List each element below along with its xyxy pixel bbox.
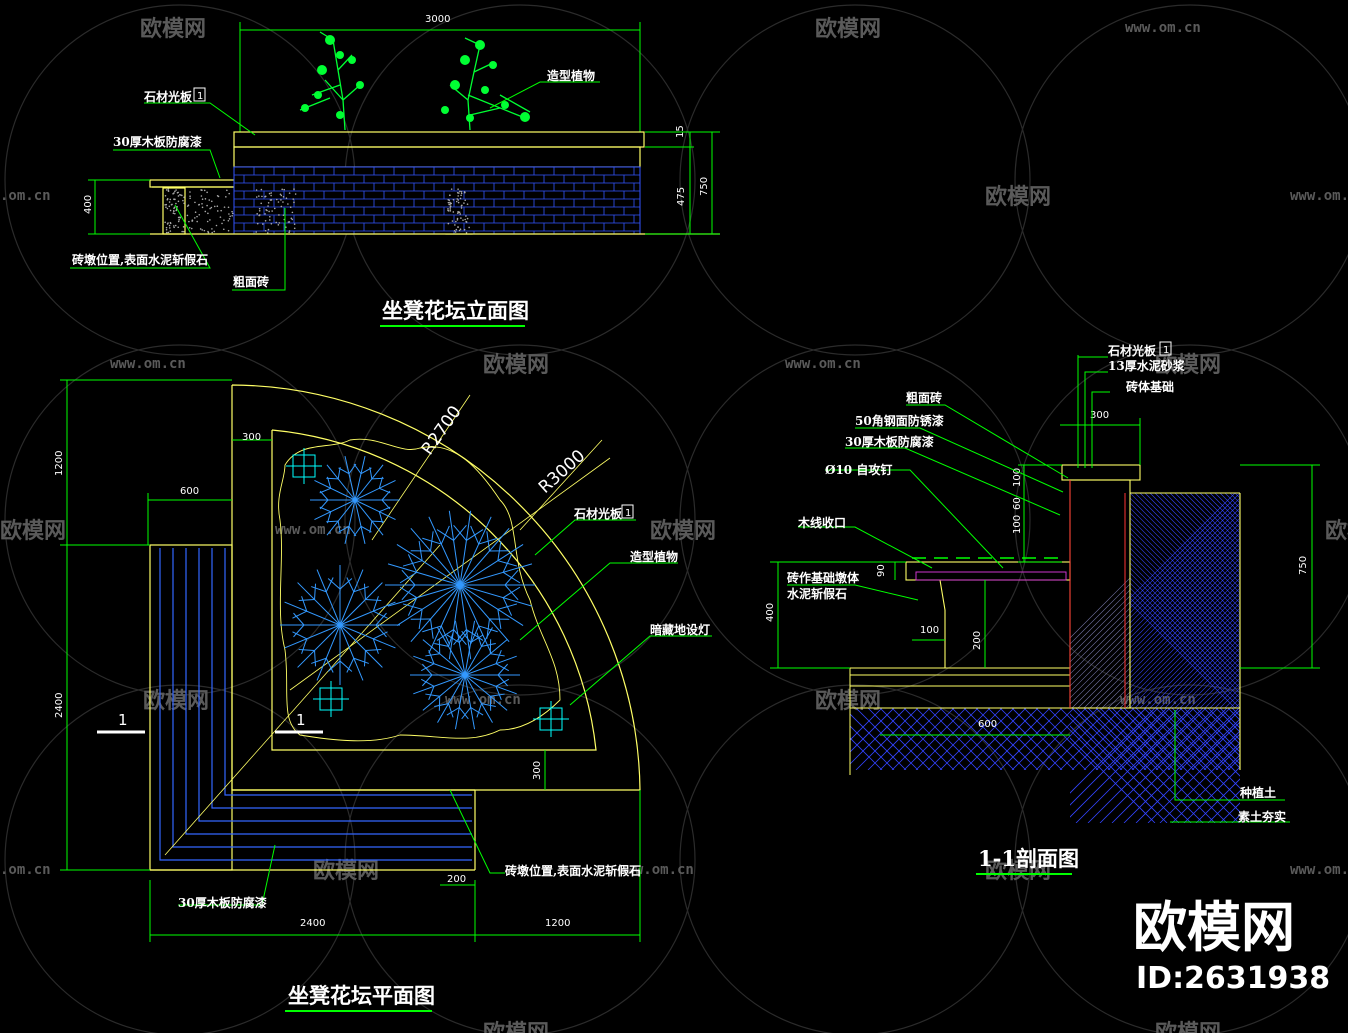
watermark-url: www.om.cn (1290, 188, 1348, 204)
plan-label-plant: 造型植物 (630, 549, 678, 564)
plan-drawing: R2700 R3000 1200 (54, 379, 712, 1012)
elev-label-stone-slab-no: 1 (197, 91, 203, 102)
watermark-brand: 欧模网 (483, 352, 549, 378)
watermark-url: www.om.cn (618, 862, 694, 878)
svg-text:1: 1 (118, 711, 128, 729)
plan-radius-inner: R2700 (418, 402, 466, 459)
watermark-url: www.om.cn (785, 356, 861, 372)
section-label-rough-brick: 粗面砖 (906, 390, 942, 405)
elevation-drawing: 3000 (70, 14, 720, 327)
section-dim-750: 750 (1298, 556, 1309, 575)
plan-dim-300-top: 300 (242, 432, 261, 443)
watermark-brand: 欧模网 (313, 858, 379, 884)
plan-rock-outline (278, 438, 561, 742)
elev-dim-750: 750 (699, 177, 710, 196)
plan-label-stone-slab-no: 1 (625, 508, 631, 519)
plan-label-stone-slab: 石材光板 (573, 506, 623, 521)
section-dim-400: 400 (765, 603, 776, 622)
section-label-brick-pier-2: 水泥斩假石 (787, 586, 847, 601)
section-dim-200: 200 (972, 631, 983, 650)
watermark-brand: 欧模网 (650, 518, 716, 544)
plan-dim-600: 600 (180, 486, 199, 497)
section-label-screw: Ø10 自攻钉 (825, 462, 892, 477)
plan-title: 坐凳花坛平面图 (288, 983, 435, 1008)
plan-lamp-icon (286, 448, 569, 737)
plan-dim-2400-left: 2400 (54, 693, 65, 718)
plan-dim-200: 200 (447, 874, 466, 885)
elev-brick-wall (233, 166, 641, 235)
watermarks: 欧模网 欧模网 www.om.cn .om.cn .om.cn 欧模网 www.… (0, 16, 1348, 1033)
elev-label-rough-brick: 粗面砖 (233, 274, 269, 289)
section-label-angle-steel: 50角钢面防锈漆 (855, 413, 944, 428)
watermark-brand: 欧模网 (1155, 1020, 1221, 1033)
elev-label-brick-pier: 砖墩位置,表面水泥斩假石 (72, 252, 208, 267)
brand-id: ID:2631938 (1136, 961, 1330, 996)
plan-label-wood-board: 30厚木板防腐漆 (178, 895, 267, 910)
section-label-planting-soil: 种植土 (1239, 785, 1276, 800)
watermark-brand: 欧模网 (1325, 518, 1348, 544)
plan-radius-outer: R3000 (535, 446, 589, 498)
brand-logo-text: 欧模网 (1133, 896, 1295, 959)
section-dim-600: 600 (978, 719, 997, 730)
plan-dim-300-right: 300 (532, 761, 543, 780)
elev-label-wood-board: 30厚木板防腐漆 (113, 134, 202, 149)
elev-plant (299, 31, 531, 131)
watermark-url: .om.cn (0, 188, 51, 204)
svg-text:1: 1 (296, 711, 306, 729)
watermark-brand: 欧模网 (815, 688, 881, 714)
plan-label-lamp: 暗藏地设灯 (650, 622, 710, 637)
section-marker: 1 1 (97, 711, 323, 734)
section-label-wood-board: 30厚木板防腐漆 (845, 434, 934, 449)
section-dim-100b: 100 (1012, 515, 1023, 534)
section-dim-60: 60 (1012, 497, 1023, 510)
plan-label-brick-pier: 砖墩位置,表面水泥斩假石 (505, 863, 641, 878)
watermark-brand: 欧模网 (985, 184, 1051, 210)
watermark-url: www.om.cn (1125, 20, 1201, 36)
section-dim-90: 90 (876, 564, 887, 577)
section-label-brick-pier-1: 砖作基础墩体 (787, 570, 860, 585)
watermark-url: www.om.cn (445, 692, 521, 708)
brand-watermark: 欧模网 ID:2631938 (1133, 896, 1330, 996)
watermark-brand: 欧模网 (1155, 352, 1221, 378)
plan-dim-1200-bottom: 1200 (545, 918, 570, 929)
section-title: 1-1剖面图 (978, 846, 1079, 871)
section-label-brick-base: 砖体基础 (1126, 379, 1174, 394)
elev-dim-475: 475 (676, 187, 687, 206)
watermark-brand: 欧模网 (985, 858, 1051, 884)
elev-dim-400: 400 (83, 195, 94, 214)
watermark-url: .om.cn (0, 862, 51, 878)
elev-dim-15: 15 (675, 125, 686, 138)
plan-dim-1200-left: 1200 (54, 451, 65, 476)
watermark-brand: 欧模网 (140, 16, 206, 42)
elev-label-stone-slab: 石材光板 (143, 89, 193, 104)
watermark-brand: 欧模网 (0, 518, 66, 544)
section-label-compacted-soil: 素土夯实 (1238, 809, 1286, 824)
section-label-mortar: 13厚水泥砂浆 (1108, 358, 1186, 373)
watermark-brand: 欧模网 (143, 688, 209, 714)
watermark-url: www.om.cn (110, 356, 186, 372)
section-label-stone-slab-no: 1 (1163, 345, 1169, 356)
elevation-title: 坐凳花坛立面图 (382, 298, 529, 323)
section-dim-100: 100 (1012, 468, 1023, 487)
section-label-wood-trim: 木线收口 (797, 515, 846, 530)
watermark-brand: 欧模网 (483, 1020, 549, 1033)
section-dim-100c: 100 (920, 625, 939, 636)
plan-plants (280, 456, 535, 730)
section-label-stone-slab: 石材光板 (1107, 343, 1157, 358)
elev-label-plant: 造型植物 (547, 68, 595, 83)
watermark-url: www.om.cn (1290, 862, 1348, 878)
section-drawing: 300 100 60 100 90 400 100 200 600 750 石材… (765, 341, 1320, 875)
watermark-url: www.om.cn (275, 522, 351, 538)
section-dim-300: 300 (1090, 410, 1109, 421)
plan-dim-2400-bottom: 2400 (300, 918, 325, 929)
watermark-brand: 欧模网 (815, 16, 881, 42)
elev-dim-width: 3000 (425, 14, 450, 25)
